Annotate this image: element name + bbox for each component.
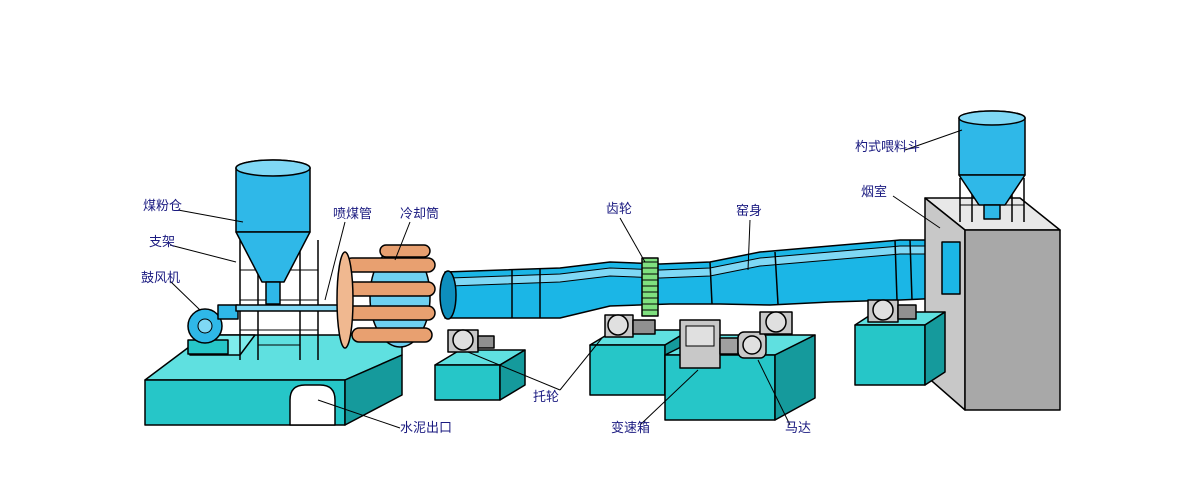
label-gear: 齿轮 xyxy=(606,202,632,217)
label-kiln-body: 窑身 xyxy=(736,203,762,219)
left-platform xyxy=(144,334,403,426)
cooler xyxy=(336,244,436,349)
roller-base-4 xyxy=(854,299,946,386)
label-support-frame: 支架 xyxy=(149,235,175,250)
roller-base-3 xyxy=(759,311,793,335)
label-coal-bin: 煤粉仓 xyxy=(143,199,182,214)
label-support-roller: 托轮 xyxy=(533,390,559,405)
gear-ring xyxy=(641,257,659,317)
label-motor: 马达 xyxy=(785,421,811,436)
label-cement-outlet: 水泥出口 xyxy=(400,421,452,436)
blower xyxy=(187,304,342,355)
leader-lines xyxy=(169,129,963,429)
label-smoke-chamber: 烟室 xyxy=(861,184,887,200)
label-cooler: 冷却筒 xyxy=(400,206,439,222)
coal-bin xyxy=(235,159,311,305)
label-coal-injector: 喷煤管 xyxy=(333,207,372,222)
feed-hopper xyxy=(958,110,1026,222)
roller-base-1 xyxy=(434,329,526,401)
smoke-chamber xyxy=(924,197,1061,411)
gearbox-base xyxy=(664,319,816,421)
label-blower: 鼓风机 xyxy=(141,271,180,286)
label-gearbox: 变速箱 xyxy=(611,420,650,436)
label-feed-hopper: 杓式喂料斗 xyxy=(855,140,920,155)
